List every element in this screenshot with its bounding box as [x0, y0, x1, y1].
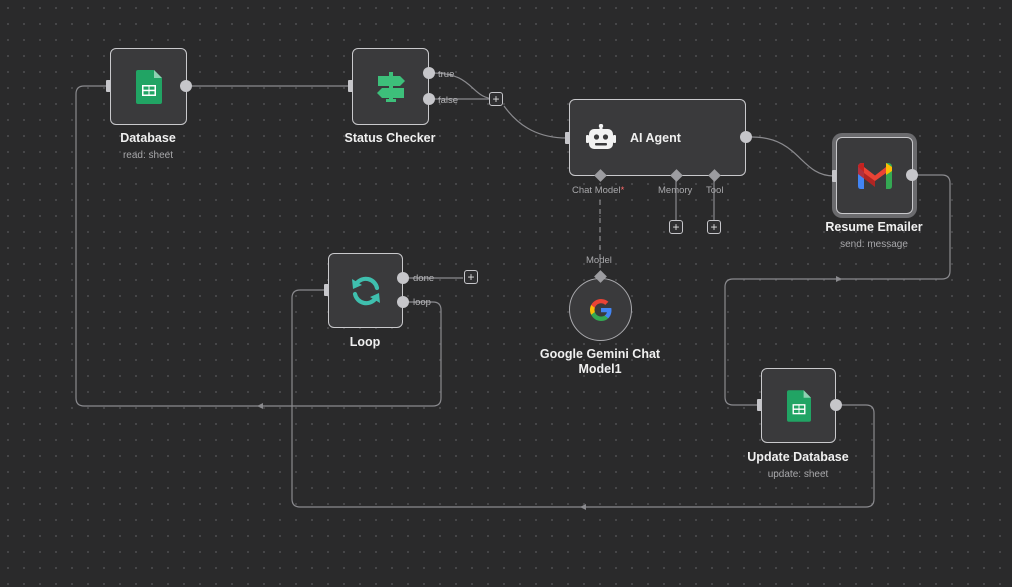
chat-model-label: Chat Model*	[572, 185, 624, 196]
memory-label: Memory	[658, 185, 693, 196]
loop-loop-output-port[interactable]	[397, 296, 409, 308]
update-database-input-port[interactable]	[757, 399, 762, 411]
database-input-port[interactable]	[106, 80, 111, 92]
google-sheets-icon	[786, 389, 811, 422]
connection-agent-emailer	[751, 136, 835, 177]
status-checker-input-port[interactable]	[348, 80, 353, 92]
ai-agent-node[interactable]: AI Agent	[569, 99, 746, 176]
database-node[interactable]	[110, 48, 187, 125]
update-database-title: Update Database	[747, 450, 849, 464]
add-memory-button[interactable]: +	[669, 220, 683, 234]
database-output-port[interactable]	[180, 80, 192, 92]
google-sheets-icon	[135, 69, 162, 104]
signpost-icon	[374, 70, 408, 104]
google-g-icon	[589, 298, 613, 322]
ai-agent-output-port[interactable]	[740, 131, 752, 143]
robot-icon	[586, 123, 616, 152]
status-false-label: false	[438, 95, 459, 106]
connection-plus-agent	[503, 105, 568, 139]
loop-input-port[interactable]	[324, 284, 329, 296]
gemini-model-output-label: Model	[586, 255, 612, 266]
resume-emailer-node[interactable]	[836, 137, 913, 214]
update-database-output-port[interactable]	[830, 399, 842, 411]
resume-emailer-subtitle: send: message	[840, 239, 908, 250]
gemini-title: Google Gemini Chat Model1	[520, 347, 680, 377]
ai-agent-input-port[interactable]	[565, 132, 570, 144]
ai-agent-title: AI Agent	[630, 130, 681, 145]
status-checker-title: Status Checker	[344, 131, 436, 145]
loop-done-add-button[interactable]: +	[464, 270, 478, 284]
database-title: Database	[120, 131, 176, 145]
update-database-subtitle: update: sheet	[767, 469, 829, 480]
gemini-chat-model-node[interactable]	[569, 278, 632, 341]
loop-done-output-port[interactable]	[397, 272, 409, 284]
gemini-title-line2: Model1	[578, 362, 622, 376]
status-false-add-button[interactable]: +	[489, 92, 503, 106]
update-database-node[interactable]	[761, 368, 836, 443]
refresh-icon	[349, 274, 383, 308]
resume-emailer-title: Resume Emailer	[825, 220, 923, 234]
required-marker: *	[620, 185, 625, 196]
resume-emailer-input-port[interactable]	[832, 170, 837, 182]
status-true-label: true	[438, 69, 455, 80]
chat-model-label-text: Chat Model	[572, 185, 621, 196]
database-subtitle: read: sheet	[122, 150, 174, 161]
loop-loop-label: loop	[413, 297, 431, 308]
loop-title: Loop	[349, 335, 381, 349]
gemini-title-line1: Google Gemini Chat	[539, 347, 661, 361]
status-checker-node[interactable]	[352, 48, 429, 125]
loop-node[interactable]	[328, 253, 403, 328]
status-true-output-port[interactable]	[423, 67, 435, 79]
resume-emailer-output-port[interactable]	[906, 169, 918, 181]
add-tool-button[interactable]: +	[707, 220, 721, 234]
status-false-output-port[interactable]	[423, 93, 435, 105]
loop-done-label: done	[413, 273, 435, 284]
gmail-icon	[857, 162, 892, 189]
tool-label: Tool	[706, 185, 724, 196]
